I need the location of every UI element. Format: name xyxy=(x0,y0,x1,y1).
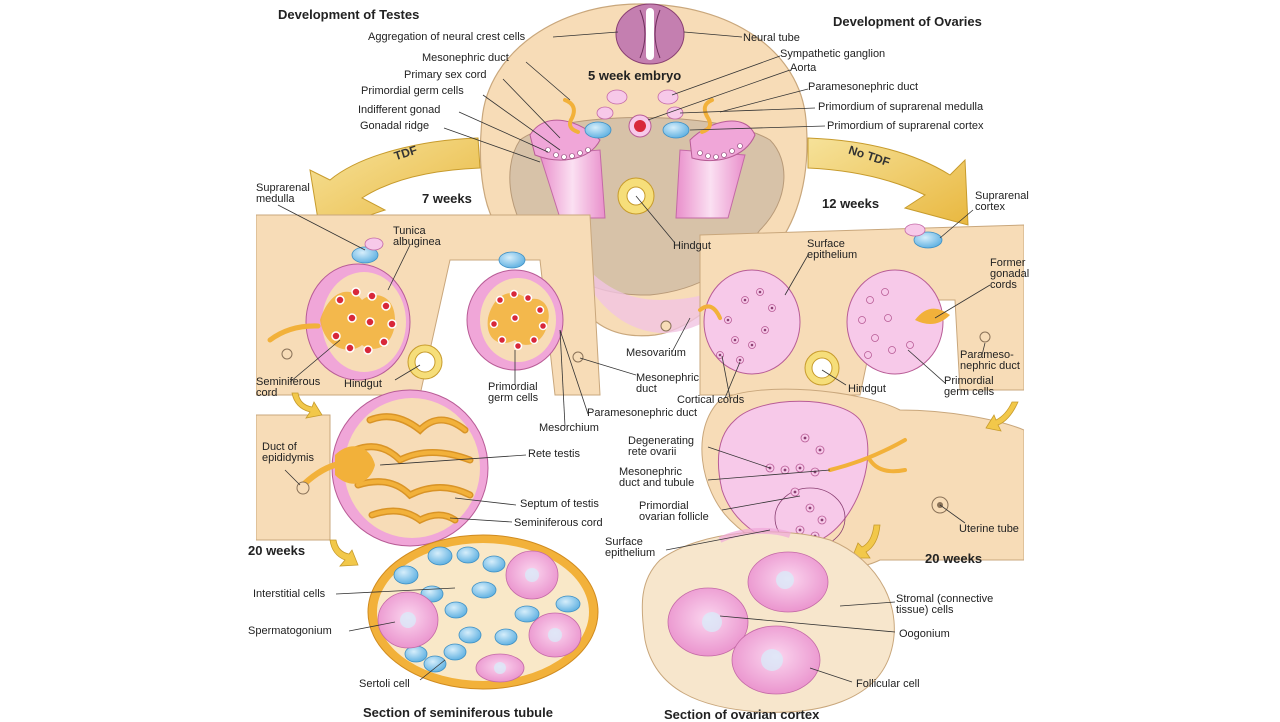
label-neural-crest-aggregation: Aggregation of neural crest cells xyxy=(368,31,526,43)
title-7-weeks: 7 weeks xyxy=(422,191,472,206)
label-mesonephric-duct-tubule: Mesonephric duct and tubule xyxy=(619,466,695,489)
label-mesovarium: Mesovarium xyxy=(626,347,686,359)
ovarian-cortex-section xyxy=(641,527,895,713)
label-duct-of-epididymis: Duct of epididymis xyxy=(262,441,314,464)
label-seminiferous-cord-bottom: Seminiferous cord xyxy=(514,517,603,529)
title-20-weeks-right: 20 weeks xyxy=(925,551,983,566)
label-surface-epithelium-top: Surface epithelium xyxy=(807,238,858,261)
label-aorta: Aorta xyxy=(790,62,817,74)
ovary-12-weeks xyxy=(660,223,1024,396)
label-neural-tube: Neural tube xyxy=(743,32,800,44)
testis-20-weeks xyxy=(256,389,489,547)
title-5-week-embryo: 5 week embryo xyxy=(588,68,682,83)
label-follicular-cell: Follicular cell xyxy=(856,678,920,690)
label-seminiferous-cord-left: Seminiferous cord xyxy=(256,376,321,399)
label-tunica-albuginea: Tunica albuginea xyxy=(393,225,441,248)
label-primary-sex-cord: Primary sex cord xyxy=(404,69,487,81)
label-hindgut-left: Hindgut xyxy=(344,378,382,390)
label-hindgut-right: Hindgut xyxy=(848,383,886,395)
label-primordial-germ-cells-right: Primordial germ cells xyxy=(944,375,995,398)
label-mesonephric-duct-mid: Mesonephric duct xyxy=(636,372,699,395)
label-degenerating-rete-ovarii: Degenerating rete ovarii xyxy=(628,435,695,458)
label-suprarenal-medulla: Suprarenal medulla xyxy=(256,182,310,205)
label-primordial-germ-cells-mid: Primordial germ cells xyxy=(488,381,539,404)
seminiferous-tubule-section xyxy=(367,534,599,690)
label-primordium-suprarenal-medulla: Primordium of suprarenal medulla xyxy=(818,101,984,113)
label-stromal-cells: Stromal (connective tissue) cells xyxy=(896,593,994,616)
title-development-ovaries: Development of Ovaries xyxy=(833,14,982,29)
label-oogonium: Oogonium xyxy=(899,628,950,640)
label-paramesonephric-duct-top: Paramesonephric duct xyxy=(808,81,919,93)
label-gonadal-ridge: Gonadal ridge xyxy=(360,120,430,132)
leader-lines xyxy=(277,31,991,683)
title-development-testes: Development of Testes xyxy=(278,7,420,22)
label-septum-of-testis: Septum of testis xyxy=(520,498,599,510)
label-primordial-ovarian-follicle: Primordial ovarian follicle xyxy=(639,500,709,523)
title-section-ovarian-cortex: Section of ovarian cortex xyxy=(664,707,820,722)
label-rete-testis: Rete testis xyxy=(528,448,580,460)
testis-7-weeks xyxy=(256,214,601,396)
title-12-weeks: 12 weeks xyxy=(822,196,880,211)
label-paramesonephric-duct-mid: Paramesonephric duct xyxy=(587,407,698,419)
label-hindgut-center: Hindgut xyxy=(673,240,711,252)
label-mesorchium: Mesorchium xyxy=(539,422,599,434)
title-section-seminiferous-tubule: Section of seminiferous tubule xyxy=(363,705,553,720)
label-primordial-germ-cells-top: Primordial germ cells xyxy=(361,85,464,97)
no-tdf-arrow xyxy=(807,137,969,226)
label-sympathetic-ganglion: Sympathetic ganglion xyxy=(780,48,886,60)
label-mesonephric-duct-top: Mesonephric duct xyxy=(422,52,509,64)
label-primordium-suprarenal-cortex: Primordium of suprarenal cortex xyxy=(827,120,984,132)
label-cortical-cords: Cortical cords xyxy=(677,394,745,406)
label-surface-epithelium-bottom: Surface epithelium xyxy=(605,536,656,559)
progress-arrows xyxy=(291,392,1019,567)
label-indifferent-gonad: Indifferent gonad xyxy=(358,104,441,116)
label-sertoli-cell: Sertoli cell xyxy=(359,678,410,690)
